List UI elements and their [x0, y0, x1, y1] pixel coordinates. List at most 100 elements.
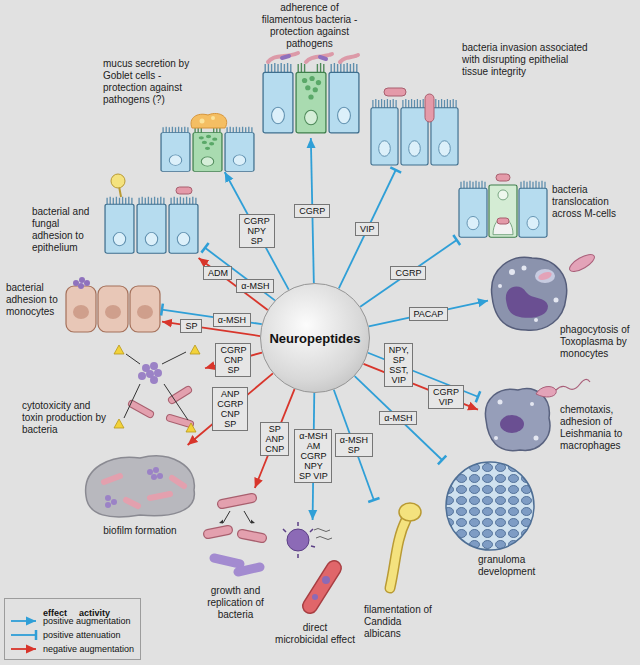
peptide-label-holder: VIP: [355, 222, 379, 236]
biofilm: [153, 467, 159, 473]
monocyte-with-toxoplasma: [534, 318, 538, 322]
m-cell-epithelium: [459, 174, 547, 237]
monocyte-with-toxoplasma: [554, 298, 559, 303]
goblet-cell-epithelium: [200, 119, 205, 124]
biofilm: [150, 494, 170, 498]
peptide-label-holder: ANP CGRP CNP SP: [212, 387, 248, 431]
peptide-label: SP: [180, 319, 202, 333]
peptide-label: CGRP: [390, 266, 426, 280]
monocytes-with-bacteria: [73, 277, 90, 289]
outcome-caption: bacteria invasion associated with disrup…: [462, 42, 588, 78]
monocyte-with-toxoplasma: [535, 269, 555, 283]
effect-connector: [369, 301, 488, 327]
goblet-cell-epithelium: [225, 127, 254, 172]
monocytes-with-bacteria: [66, 277, 160, 332]
peptide-label-holder: ADM: [203, 266, 232, 280]
toxin-producing-bacteria: [138, 362, 162, 384]
epithelium-with-microbes: [105, 197, 134, 253]
microbicidal-attack: [310, 568, 334, 606]
microbicidal-attack: [312, 594, 318, 600]
toxin-producing-bacteria: [150, 362, 158, 370]
legend-sample: [9, 616, 39, 626]
toxin-producing-bacteria: [190, 345, 200, 354]
toxin-producing-bacteria: [154, 369, 162, 377]
invaded-epithelium: [401, 99, 428, 165]
filamentous-bacteria-epithelium: [340, 55, 358, 62]
invaded-epithelium: [371, 88, 458, 165]
filamentous-bacteria-epithelium: [263, 63, 293, 133]
biofilm: [151, 474, 157, 480]
toxin-producing-bacteria: [150, 376, 158, 384]
peptide-label-holder: CGRP: [390, 266, 426, 280]
outcome-region: bacterial adhesion to monocytes: [4, 276, 162, 334]
epithelium-with-microbes: [105, 174, 198, 253]
peptide-label: α-MSH: [213, 313, 251, 327]
toxin-producing-bacteria: [132, 390, 190, 424]
goblet-cell-epithelium: [191, 113, 227, 128]
toxin-producing-bacteria: [114, 419, 124, 428]
peptide-label: α-MSH: [379, 411, 417, 425]
biofilm: [147, 469, 153, 475]
effect-connector: [364, 364, 478, 410]
peptide-label-holder: NPY, SP SST, VIP: [384, 343, 413, 387]
monocytes-with-bacteria: [79, 277, 85, 283]
legend-line: [11, 648, 36, 650]
legend-line: [11, 620, 36, 622]
outcome-caption: growth and replication of bacteria: [203, 585, 268, 621]
candida-hypha: [399, 503, 421, 521]
invaded-epithelium: [371, 99, 398, 165]
dividing-bacteria: [222, 498, 252, 504]
biofilm: [111, 499, 117, 505]
filamentous-bacteria-epithelium: [268, 53, 358, 62]
invaded-epithelium: [431, 99, 458, 165]
macrophage-with-leishmania: [556, 379, 590, 390]
legend-header-row: effectactivity: [9, 602, 134, 614]
dividing-bacteria: [242, 534, 262, 538]
macrophage-with-leishmania: [534, 436, 539, 441]
monocyte-with-toxoplasma: [492, 257, 567, 330]
macrophage-with-leishmania: [500, 415, 524, 433]
m-cell-epithelium: [497, 218, 509, 224]
peptide-label-holder: α-MSH: [213, 313, 251, 327]
peptide-label: CGRP CNP SP: [215, 343, 251, 377]
legend-row: positive augmentation: [9, 614, 134, 628]
microbicidal-attack: [314, 529, 332, 540]
peptide-label: NPY, SP SST, VIP: [384, 343, 413, 387]
toxin-producing-bacteria: [114, 345, 124, 354]
peptide-label: VIP: [355, 222, 379, 236]
outcome-caption: bacteria translocation across M-cells: [552, 184, 628, 220]
macrophage-with-leishmania: [494, 436, 498, 440]
peptide-label-holder: CGRP: [294, 204, 330, 218]
outcome-region: phagocytosis of Toxoplasma by monocytes: [488, 250, 638, 365]
dividing-bacteria: [208, 530, 228, 534]
granuloma: [446, 462, 534, 550]
toxin-producing-bacteria: [172, 390, 188, 400]
filamentous-bacteria-epithelium: [329, 63, 359, 133]
peptide-label: PACAP: [409, 307, 448, 321]
biofilm: [86, 456, 195, 517]
microbicidal-attack: [283, 522, 315, 558]
dividing-bacteria: [223, 511, 251, 523]
outcome-caption: granuloma development: [478, 554, 568, 578]
outcome-region: bacteria translocation across M-cells: [455, 172, 630, 240]
granuloma: [446, 462, 534, 550]
goblet-cell-epithelium: [161, 127, 190, 172]
monocytes-with-bacteria: [66, 286, 96, 332]
monocyte-with-toxoplasma: [567, 251, 597, 275]
outcome-caption: chemotaxis, adhesion of Leishmania to ma…: [560, 404, 636, 452]
legend-row: negative augmentation: [9, 642, 134, 656]
hub-circle: Neuropeptides: [260, 283, 370, 393]
m-cell-epithelium: [496, 174, 510, 181]
filamentous-bacteria-epithelium: [263, 53, 359, 133]
monocyte-with-toxoplasma: [498, 284, 502, 288]
peptide-label-holder: CGRP NPY SP: [239, 214, 275, 248]
biofilm: [105, 502, 111, 508]
legend-text: negative augmentation: [43, 644, 134, 655]
goblet-cell-epithelium: [193, 127, 222, 172]
legend-sample: [9, 644, 39, 654]
macrophage-with-leishmania: [530, 402, 534, 406]
filamentous-bacteria-epithelium: [282, 56, 289, 58]
filamentous-bacteria-epithelium: [282, 56, 326, 59]
